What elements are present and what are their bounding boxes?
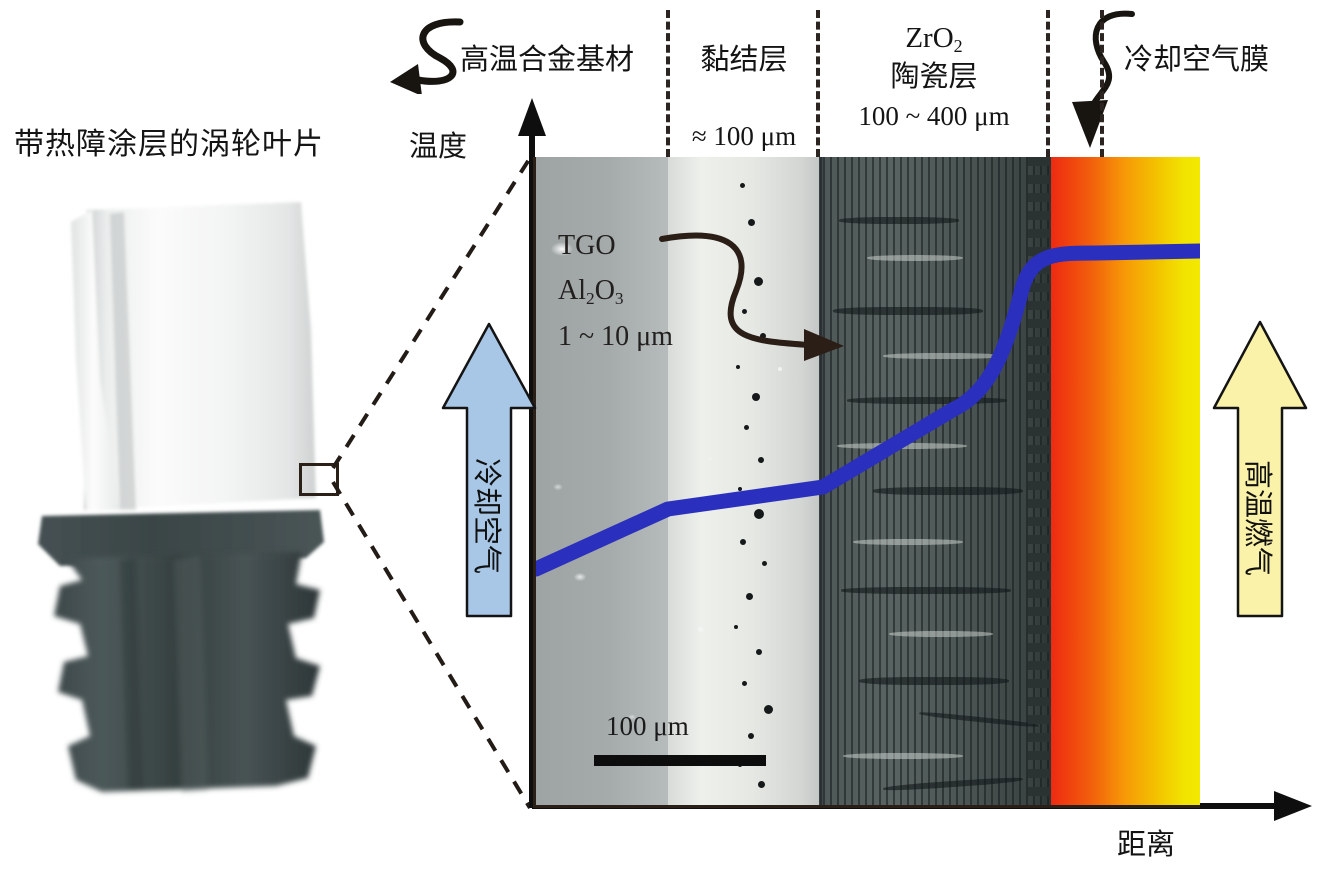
temperature-profile-curve [536,243,1200,577]
layer-label-bond-coat-name: 黏结层 [700,44,788,76]
cross-section-micrograph: TGO Al2O3 1 ~ 10 μm 100 μm [533,157,1200,808]
tgo-annotation-line1: TGO [558,230,616,261]
layer-label-ceramic-name: 陶瓷层 [890,60,978,93]
layer-thickness-bond-coat: ≈ 100 μm [691,121,797,152]
hot-gas-arrow [1212,320,1308,618]
divider-ceramic-film [1046,10,1050,157]
micrograph-layer-substrate [536,157,668,805]
tgo-annotation-formula: Al2O3 [558,275,624,309]
blade-callout-box [299,463,339,496]
axis-label-temperature: 温度 [409,131,468,163]
axis-label-distance: 距离 [1117,829,1176,861]
blade-caption: 带热障涂层的涡轮叶片 [14,128,324,161]
turbine-blade-image [38,202,324,792]
layer-label-substrate: 高温合金基材 [460,44,635,76]
micrograph-layer-ceramic [823,157,1051,805]
micrograph-hot-gas-gradient [1051,157,1200,805]
tgo-annotation-thickness: 1 ~ 10 μm [558,320,673,352]
layer-label-ceramic: ZrO2 陶瓷层 100 ~ 400 μm [822,22,1046,132]
tgo-annotation: TGO Al2O3 1 ~ 10 μm [558,223,673,359]
substrate-pointer-arrow [390,18,464,94]
tgo-pointer-arrow [659,232,844,361]
layer-thickness-ceramic: 100 ~ 400 μm [858,101,1010,132]
layer-label-cooling-film: 冷却空气膜 [1124,44,1270,76]
scale-bar-label: 100 μm [606,711,689,741]
divider-substrate-bond [666,10,670,157]
layer-label-bond-coat: 黏结层 ≈ 100 μm [672,44,816,152]
cooling-film-pointer-arrow [1072,10,1135,148]
divider-film-gas [1100,10,1104,157]
scale-bar [594,755,766,766]
cooling-air-arrow [441,322,537,618]
layer-label-ceramic-formula: ZrO2 [905,22,963,57]
divider-bond-ceramic [816,10,820,157]
